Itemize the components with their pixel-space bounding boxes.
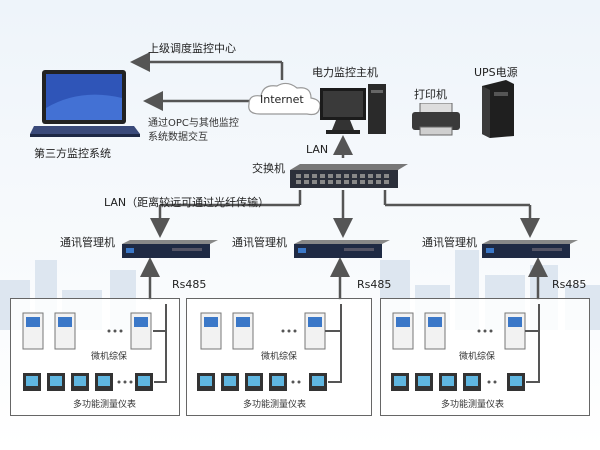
network-switch-icon [290, 164, 408, 188]
third-party-system-label: 第三方监控系统 [34, 147, 111, 160]
relay-and-meter-icons-2 [197, 304, 342, 391]
meter-label-3: 多功能测量仪表 [441, 400, 505, 410]
comm-manager-device-icon-1 [122, 240, 218, 258]
field-device-panel-1: 微机综保 多功能测量仪表 [10, 298, 180, 416]
relay-protection-label-3: 微机综保 [459, 352, 496, 362]
relay-protection-label-2: 微机综保 [261, 352, 298, 362]
meter-label-2: 多功能测量仪表 [243, 400, 307, 410]
comm-manager-label-2: 通讯管理机 [232, 236, 287, 249]
ups-label: UPS电源 [474, 66, 518, 79]
comm-manager-device-icon-2 [294, 240, 390, 258]
field-device-panel-2: 微机综保 多功能测量仪表 [186, 298, 372, 416]
opc-label-line1: 通过OPC与其他监控 [148, 118, 239, 129]
comm-manager-label-3: 通讯管理机 [422, 236, 477, 249]
laptop-icon [30, 70, 140, 137]
comm-manager-device-icon-3 [482, 240, 578, 258]
comm-manager-label-1: 通讯管理机 [60, 236, 115, 249]
rs485-label-3: Rs485 [552, 278, 587, 291]
rs485-label-1: Rs485 [172, 278, 207, 291]
upper-dispatch-center-label: 上级调度监控中心 [148, 42, 236, 55]
internet-label: Internet [260, 93, 304, 106]
field-device-panel-3: 微机综保 多功能测量仪表 [380, 298, 590, 416]
ups-power-icon [482, 80, 514, 138]
switch-label: 交换机 [252, 162, 285, 175]
lan-label: LAN [306, 143, 329, 156]
internet-cloud-icon [248, 82, 321, 116]
printer-icon [412, 103, 460, 136]
meter-label-1: 多功能测量仪表 [73, 400, 137, 410]
relay-and-meter-icons-1 [22, 304, 167, 391]
opc-label-line2: 系统数据交互 [148, 132, 208, 143]
relay-and-meter-icons-3 [391, 304, 540, 391]
power-monitoring-host-label: 电力监控主机 [312, 66, 378, 79]
monitoring-host-computer-icon [320, 84, 386, 134]
lan-fiber-label: LAN（距离较远可通过光纤传输） [104, 196, 270, 209]
relay-protection-label-1: 微机综保 [91, 352, 128, 362]
printer-label: 打印机 [414, 88, 447, 101]
rs485-label-2: Rs485 [357, 278, 392, 291]
